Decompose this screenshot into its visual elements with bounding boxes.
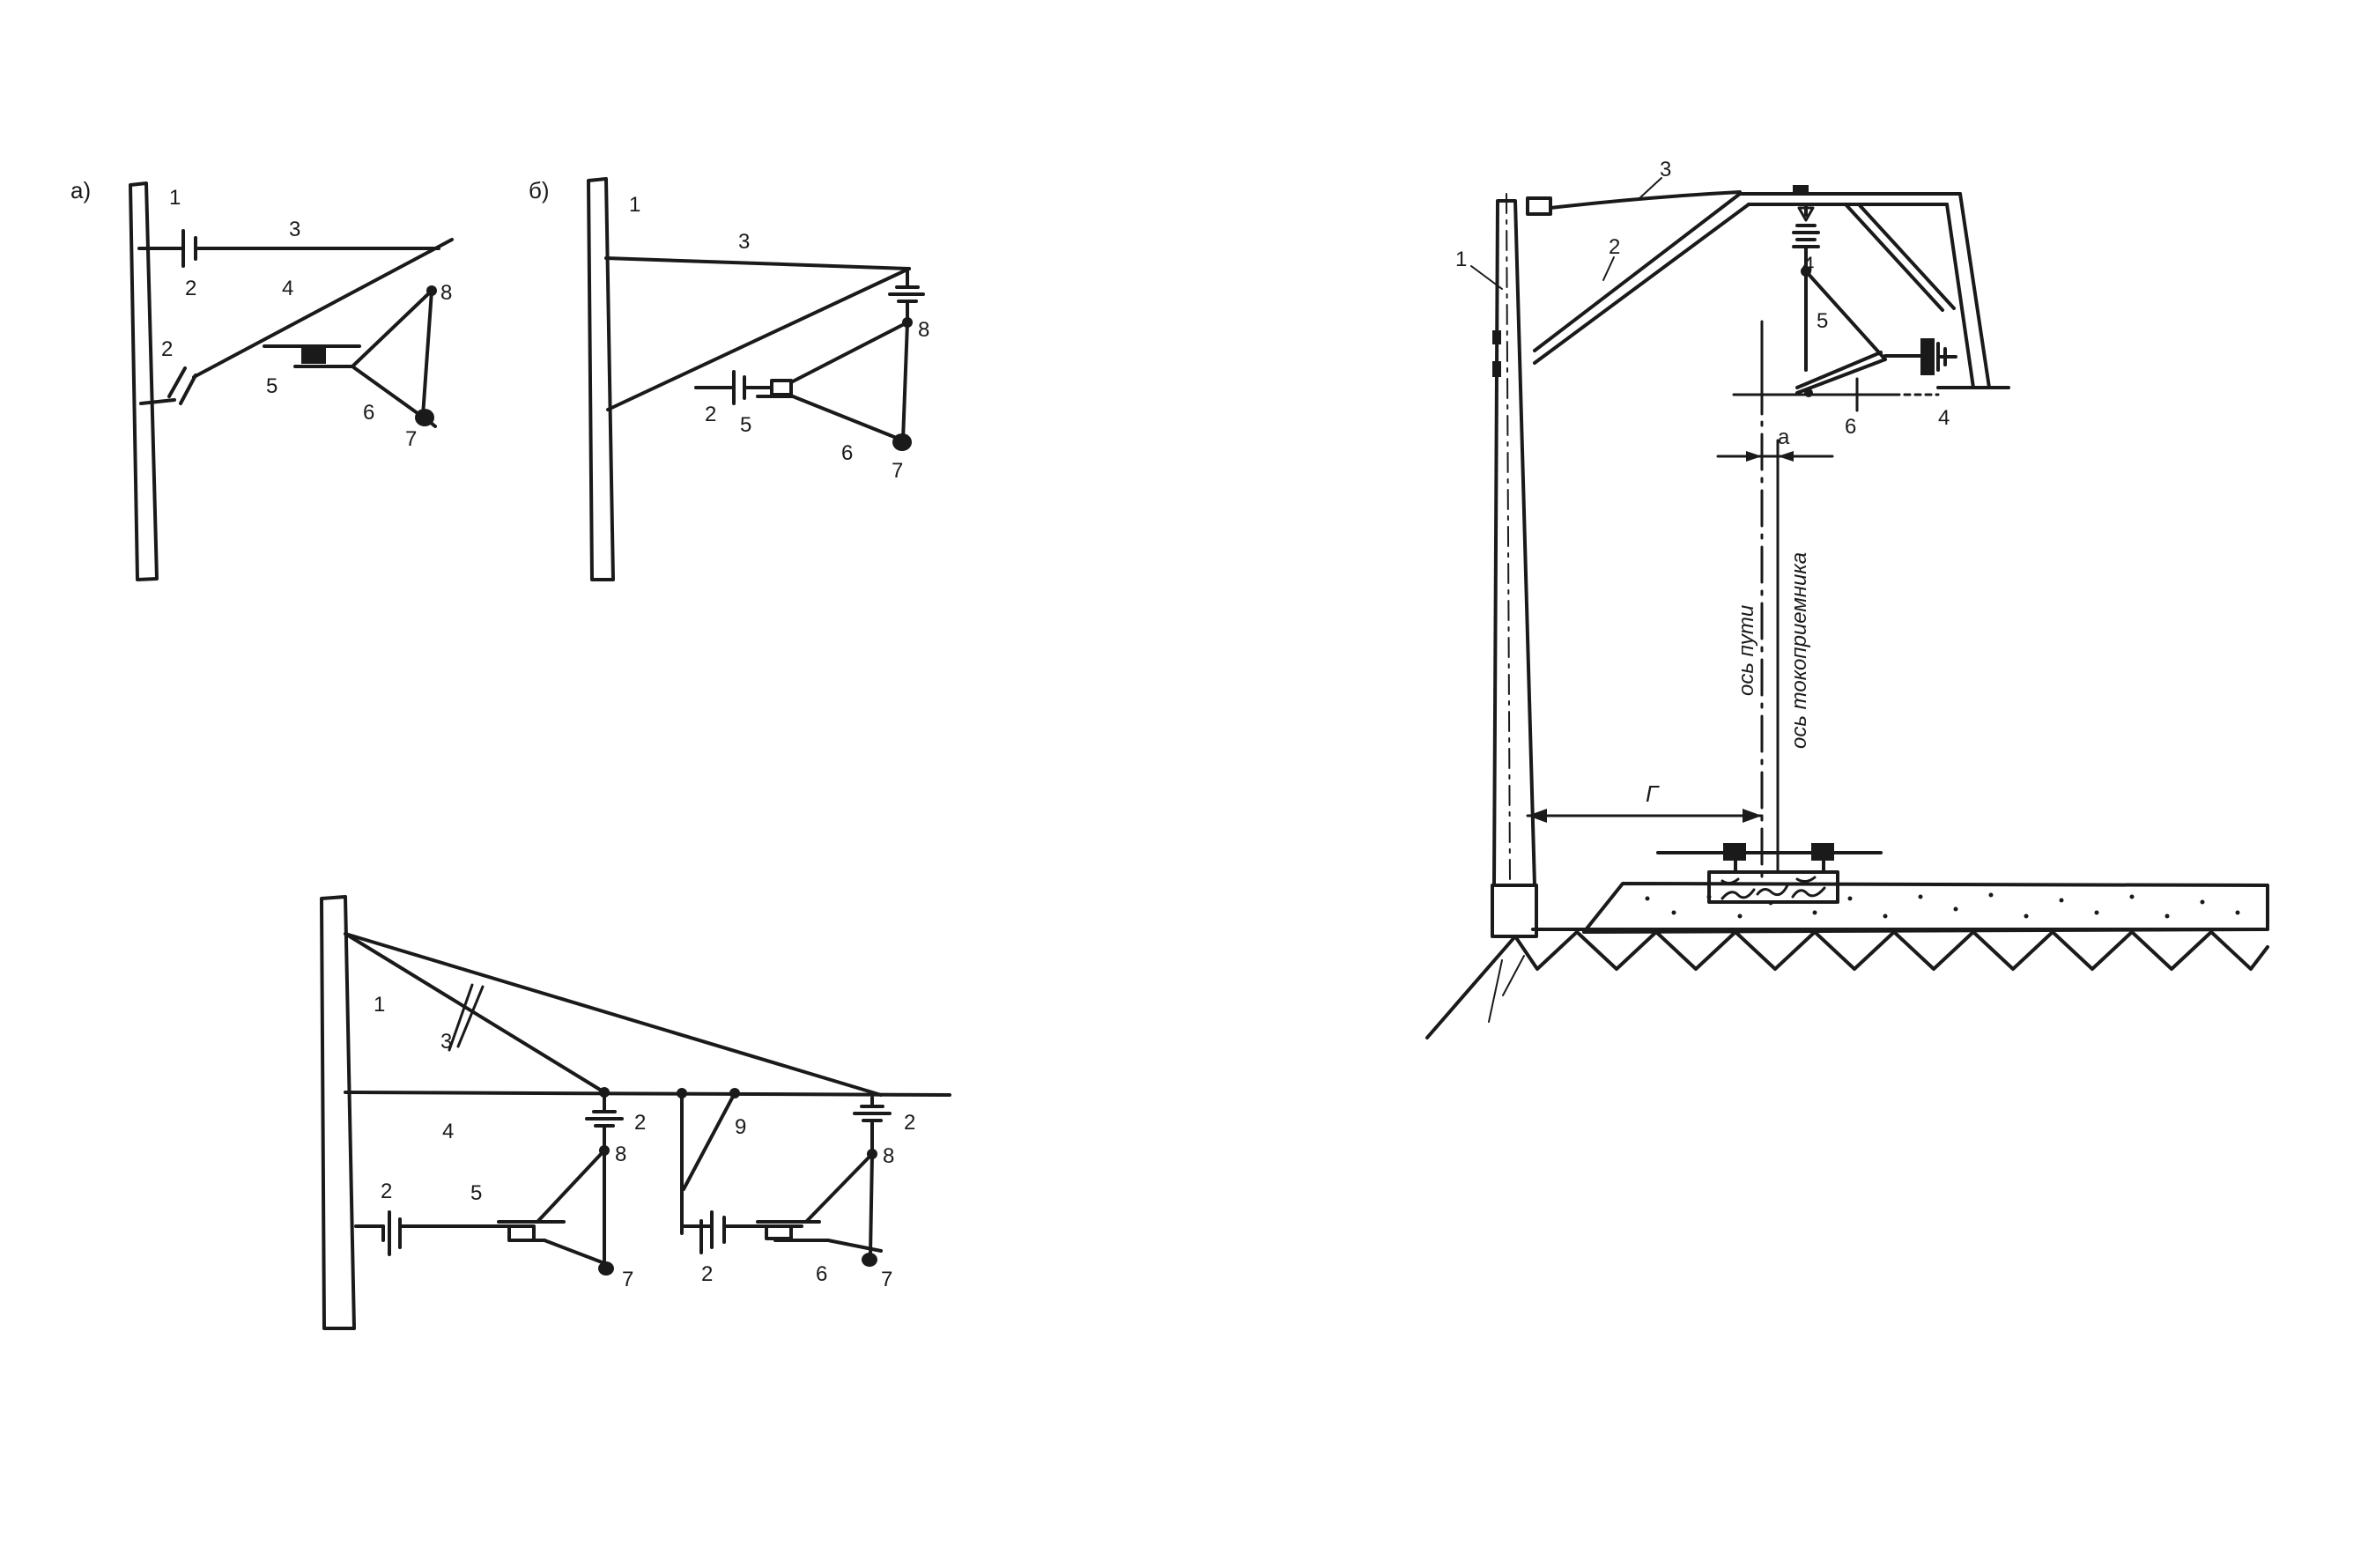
contact-wire-clamp: [598, 1261, 614, 1276]
insulator-icon: [167, 366, 197, 405]
steady-clamp: [507, 1224, 536, 1242]
ballast-prism: [1582, 882, 2269, 934]
insulator-icon: [732, 370, 746, 405]
rail-left: [1723, 843, 1746, 861]
arrow-head: [1746, 451, 1762, 462]
label-2: 2: [185, 277, 196, 300]
label-9: 9: [735, 1115, 746, 1139]
label-3: 3: [440, 1030, 452, 1054]
dimension-g-label: Г: [1646, 780, 1660, 807]
support-pole: [129, 181, 159, 581]
label-6: 6: [1845, 415, 1856, 439]
label-3: 3: [289, 218, 300, 241]
label-4: 4: [1802, 253, 1814, 277]
arrow-head: [1778, 451, 1794, 462]
label-8: 8: [918, 318, 929, 342]
figure-d: 1 2 3 4 4 5 6 а Г ось пути ось токоприем…: [1425, 158, 2269, 1039]
support-pole: [1492, 199, 1536, 887]
contact-wire-clamp: [862, 1253, 877, 1267]
insulator-icon: [381, 1210, 402, 1256]
fixing-rod: [604, 256, 911, 270]
label-7: 7: [892, 459, 903, 483]
ground-line: [1425, 935, 1517, 1039]
steady-arm: [1795, 358, 1887, 395]
figure-a: а) 1 2 2 3 4 5 6 7 8: [70, 177, 454, 581]
label-2: 2: [381, 1180, 392, 1203]
panel-label: а): [70, 177, 91, 203]
label-7: 7: [622, 1268, 633, 1291]
label-7: 7: [405, 427, 417, 451]
label-1: 1: [169, 186, 181, 210]
steady-arm: [351, 365, 423, 418]
insulator-icon: [1920, 338, 1957, 375]
label-2: 2: [1609, 235, 1620, 259]
steady-clamp: [765, 1224, 793, 1240]
label-6: 6: [816, 1262, 827, 1286]
steady-arm: [826, 1239, 883, 1253]
label-3: 3: [738, 230, 750, 254]
label-2: 2: [705, 403, 716, 426]
figure-b: б) 1 3 2 5 6 7 8: [529, 177, 929, 581]
label-5: 5: [740, 413, 751, 437]
support-pole: [587, 177, 615, 581]
insulator-icon: [181, 229, 197, 268]
label-8: 8: [883, 1144, 894, 1168]
dimension-a-label: а: [1778, 425, 1790, 449]
label-6: 6: [841, 441, 853, 465]
label-1: 1: [374, 993, 385, 1017]
contact-wire-node: [426, 285, 437, 296]
cantilever-bracket: [606, 267, 911, 411]
top-insulator: [1526, 196, 1552, 216]
figure-c: 1 3 4 2 2 9 2 5 8 8 7 7 2 6: [320, 895, 951, 1330]
steady-clamp: [301, 346, 326, 364]
support-pole: [320, 895, 356, 1330]
label-3: 3: [1660, 158, 1671, 181]
contact-wire-clamp: [892, 433, 912, 451]
insulator-icon: [699, 1210, 726, 1254]
label-7: 7: [881, 1268, 892, 1291]
label-2: 2: [701, 1262, 713, 1286]
cantilever-tie: [344, 932, 883, 1097]
soil-hatching: [1488, 930, 2269, 1023]
cross-wire: [344, 1091, 951, 1097]
label-2: 2: [904, 1111, 915, 1135]
label-5: 5: [470, 1181, 482, 1205]
label-4: 4: [1938, 406, 1950, 430]
cantilever-tie: [344, 932, 606, 1094]
node: [599, 1087, 610, 1098]
label-1: 1: [629, 193, 640, 217]
label-4: 4: [442, 1120, 454, 1143]
insulator-icon: [853, 1096, 892, 1152]
ballast-texture: [1645, 892, 2240, 919]
insulator-icon: [585, 1094, 624, 1147]
steady-arm: [791, 395, 905, 442]
label-5: 5: [266, 374, 278, 398]
label-2: 2: [634, 1111, 646, 1135]
arrow-head: [1528, 809, 1547, 823]
label-8: 8: [615, 1143, 626, 1166]
bracket-fixing: [1492, 361, 1501, 377]
rail-right: [1811, 843, 1834, 861]
contact-wire-node: [1804, 388, 1813, 397]
steady-arm: [543, 1239, 606, 1265]
cantilever-bracket: [192, 238, 454, 379]
fixing-rod: [1549, 190, 1742, 210]
sleeper: [1707, 870, 1839, 904]
label-1: 1: [1455, 248, 1467, 271]
sleeper-texture: [1720, 876, 1826, 900]
steady-clamp: [770, 379, 793, 396]
panel-label: б): [529, 177, 550, 203]
label-6: 6: [363, 401, 374, 425]
pole-base: [1491, 884, 1538, 938]
label-8: 8: [440, 281, 452, 305]
label-2: 2: [161, 337, 173, 361]
arrow-head: [1743, 809, 1762, 823]
cantilever-frame: [1533, 185, 2010, 389]
pantograph-axis-label: ось токоприемника: [1787, 552, 1811, 749]
bracket-fixing: [1492, 330, 1501, 344]
track-axis-label: ось пути: [1735, 605, 1758, 696]
label-4: 4: [282, 277, 293, 300]
label-5: 5: [1817, 309, 1828, 333]
